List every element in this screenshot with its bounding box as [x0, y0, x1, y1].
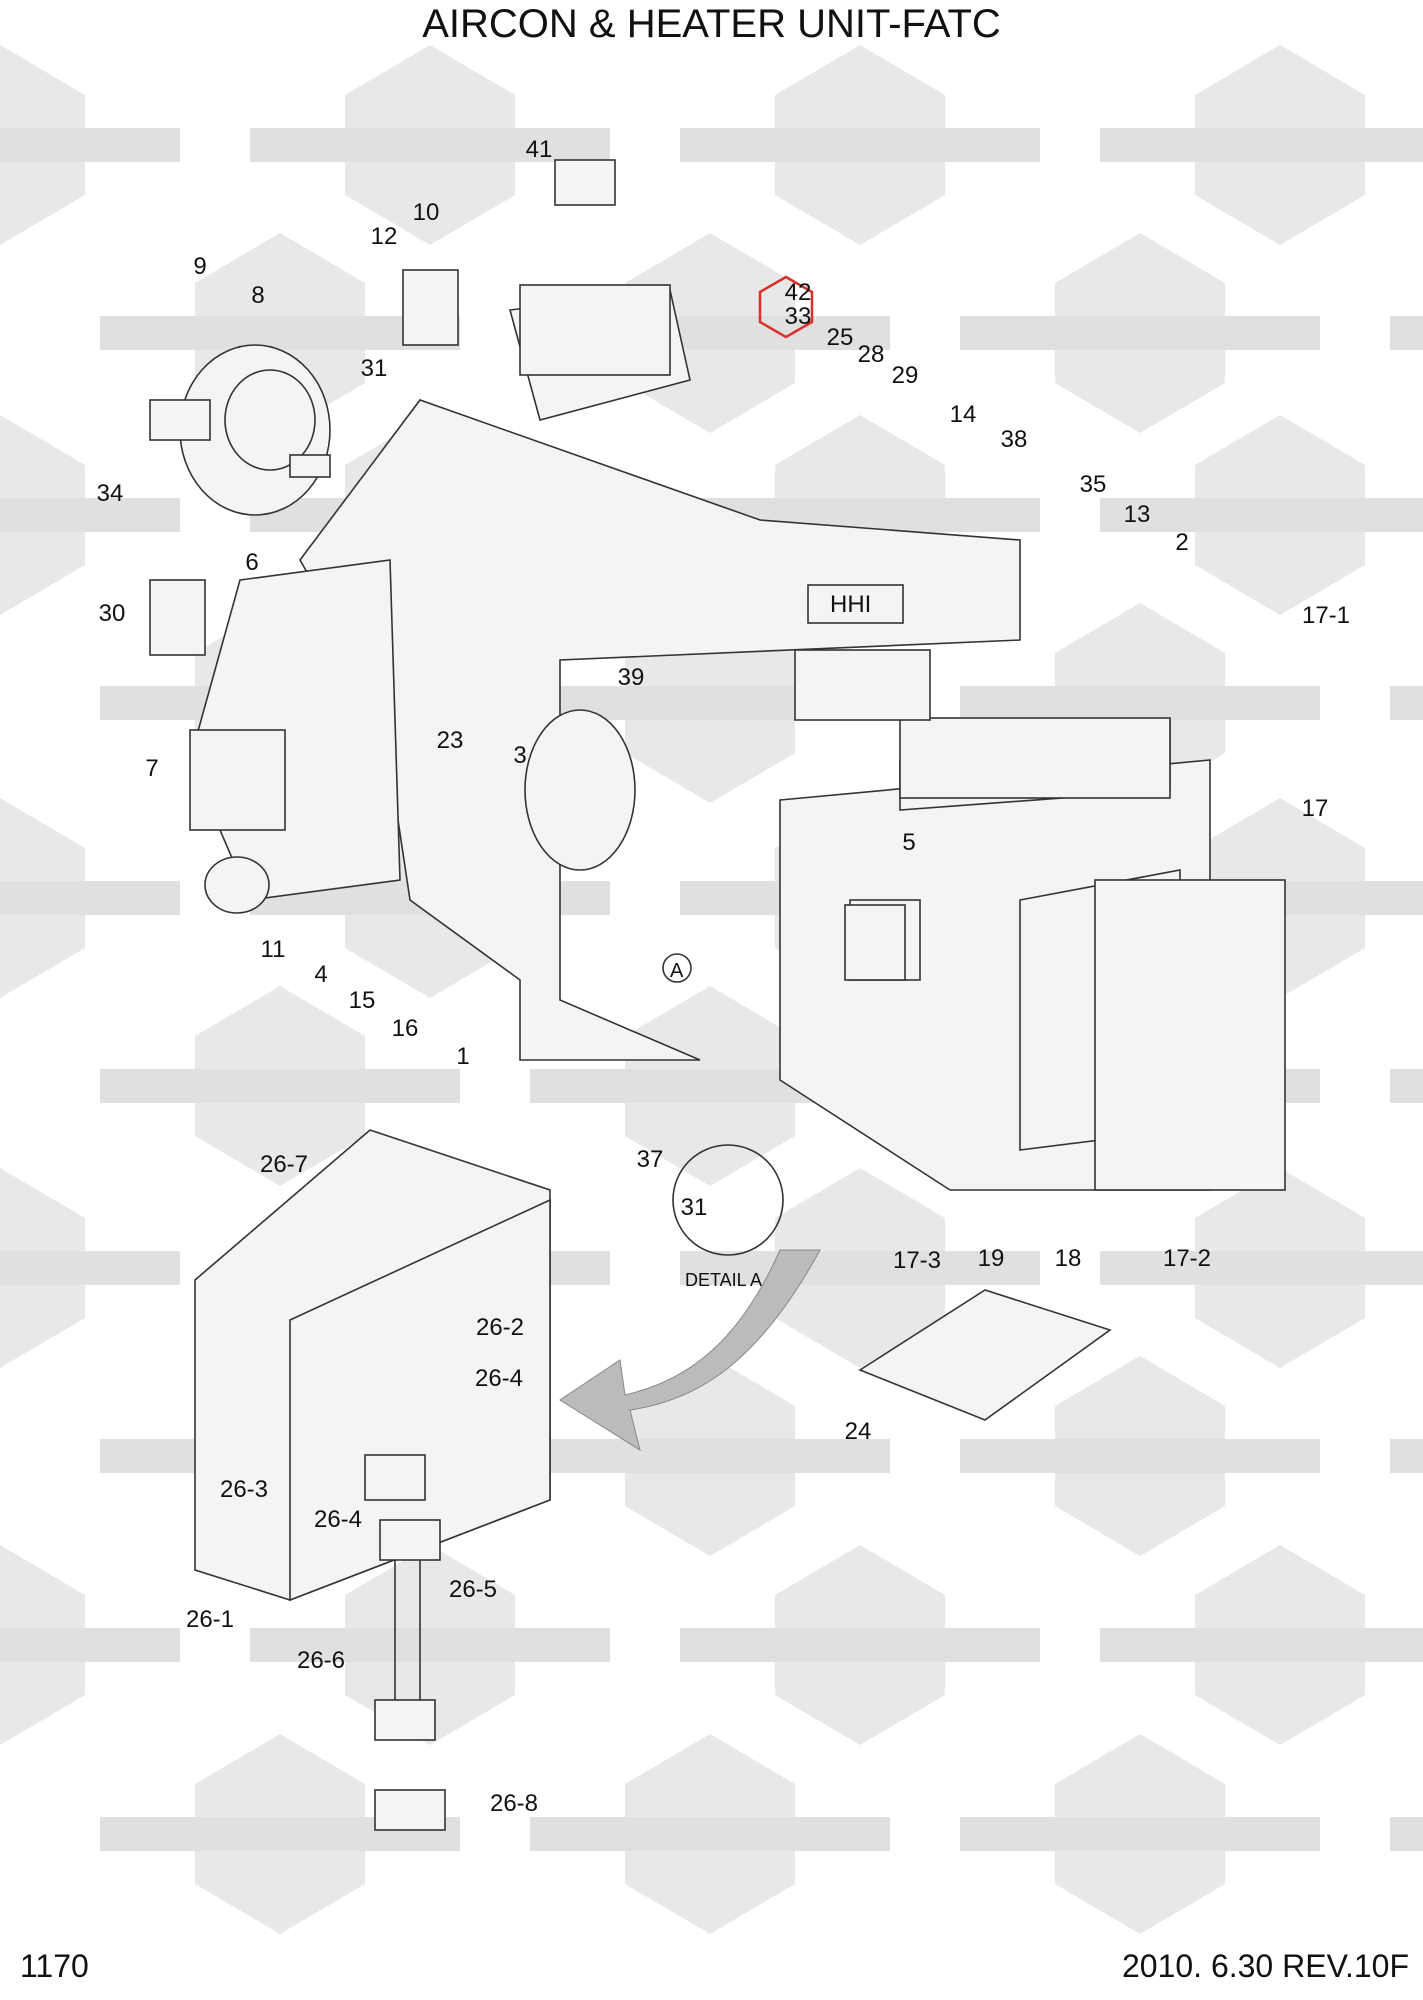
- callout-4: 4: [314, 961, 327, 988]
- callout-17-1: 17-1: [1302, 602, 1350, 629]
- callout-30: 30: [99, 600, 126, 627]
- callout-23: 23: [437, 727, 464, 754]
- callout-15: 15: [349, 987, 376, 1014]
- callout-41: 41: [526, 136, 553, 163]
- callout-19: 19: [978, 1245, 1005, 1272]
- revision-date: 2010. 6.30 REV.10F: [1121, 1948, 1409, 1984]
- callout-12: 12: [371, 223, 398, 250]
- callout-16: 16: [392, 1015, 419, 1042]
- callout-13: 13: [1124, 501, 1151, 528]
- callout-24: 24: [845, 1418, 872, 1445]
- watermark-logo: [1390, 316, 1423, 350]
- watermark-logo: [680, 45, 1040, 245]
- callout-33: 33: [785, 303, 812, 330]
- page-number: 1170: [20, 1948, 89, 1984]
- watermark-logo: [250, 45, 610, 245]
- callout-17-3: 17-3: [893, 1247, 941, 1274]
- watermark-logo: [1390, 1817, 1423, 1851]
- highlight-hexagon: [758, 275, 814, 339]
- heater-case-drawing: HHI: [189, 284, 1286, 1191]
- watermark-logo: [0, 1168, 180, 1368]
- watermark-logo: [0, 45, 180, 245]
- callout-14: 14: [950, 401, 977, 428]
- callout-26-4: 26-4: [475, 1365, 523, 1392]
- callout-8: 8: [251, 282, 264, 309]
- detail-a-circle: [672, 1144, 784, 1256]
- callout-38: 38: [1001, 426, 1028, 453]
- callout-37: 37: [637, 1146, 664, 1173]
- callout-31: 31: [681, 1194, 708, 1221]
- callout-18: 18: [1055, 1245, 1082, 1272]
- watermark-logo: [250, 1545, 610, 1745]
- callout-31: 31: [361, 355, 388, 382]
- callout-1: 1: [456, 1043, 469, 1070]
- detail-a-label: DETAIL A: [685, 1270, 762, 1290]
- watermark-logo: [1100, 1545, 1423, 1745]
- callout-26-4: 26-4: [314, 1506, 362, 1533]
- watermark-logo: [1100, 1168, 1423, 1368]
- callout-35: 35: [1080, 471, 1107, 498]
- callout-42: 42: [785, 279, 812, 306]
- watermark-logo: [960, 233, 1320, 433]
- watermark-logo: [1100, 415, 1423, 615]
- diagram-title: AIRCON & HEATER UNIT-FATC: [422, 2, 1001, 46]
- detail-a-marker-label: A: [670, 960, 684, 982]
- callout-26-5: 26-5: [449, 1576, 497, 1603]
- watermark-logo: [0, 415, 180, 615]
- callout-34: 34: [97, 480, 124, 507]
- watermark-logo: [100, 986, 460, 1186]
- callout-9: 9: [193, 253, 206, 280]
- watermark-logo: [960, 1356, 1320, 1556]
- assembly-arrow: [559, 1249, 821, 1452]
- callout-6: 6: [245, 549, 258, 576]
- callout-3: 3: [513, 742, 526, 769]
- callout-10: 10: [413, 199, 440, 226]
- callout-17-2: 17-2: [1163, 1245, 1211, 1272]
- callout-29: 29: [892, 362, 919, 389]
- detail-a-marker: [662, 953, 692, 983]
- watermark-logo: [0, 798, 180, 998]
- watermark-logo: [0, 1545, 180, 1745]
- hhi-label: HHI: [830, 591, 871, 618]
- callout-25: 25: [827, 324, 854, 351]
- watermark-logo: [960, 1734, 1320, 1934]
- watermark-logo: [680, 1168, 1040, 1368]
- hhi-plate: [807, 584, 904, 624]
- callout-11: 11: [261, 936, 286, 963]
- watermark-logo: [1390, 1439, 1423, 1473]
- actuators-drawing: [149, 159, 906, 981]
- watermark-logo: [680, 1545, 1040, 1745]
- blower-motor-drawing: [149, 344, 331, 516]
- watermark-logo: [530, 1734, 890, 1934]
- callout-26-6: 26-6: [297, 1647, 345, 1674]
- callout-26-1: 26-1: [186, 1606, 234, 1633]
- gasket-24-drawing: [858, 1289, 1112, 1421]
- callout-2: 2: [1175, 529, 1188, 556]
- watermark-logo: [530, 1356, 890, 1556]
- watermark-logo: [1100, 45, 1423, 245]
- callout-7: 7: [145, 755, 158, 782]
- callout-39: 39: [618, 664, 645, 691]
- evaporator-drawing: [194, 1129, 551, 1831]
- callout-26-7: 26-7: [260, 1151, 308, 1178]
- callout-26-3: 26-3: [220, 1476, 268, 1503]
- callout-28: 28: [858, 341, 885, 368]
- watermark-logo: [1390, 686, 1423, 720]
- watermark-logo: [1390, 1069, 1423, 1103]
- callout-26-2: 26-2: [476, 1314, 524, 1341]
- callout-26-8: 26-8: [490, 1790, 538, 1817]
- callout-17: 17: [1302, 795, 1329, 822]
- callout-5: 5: [902, 829, 915, 856]
